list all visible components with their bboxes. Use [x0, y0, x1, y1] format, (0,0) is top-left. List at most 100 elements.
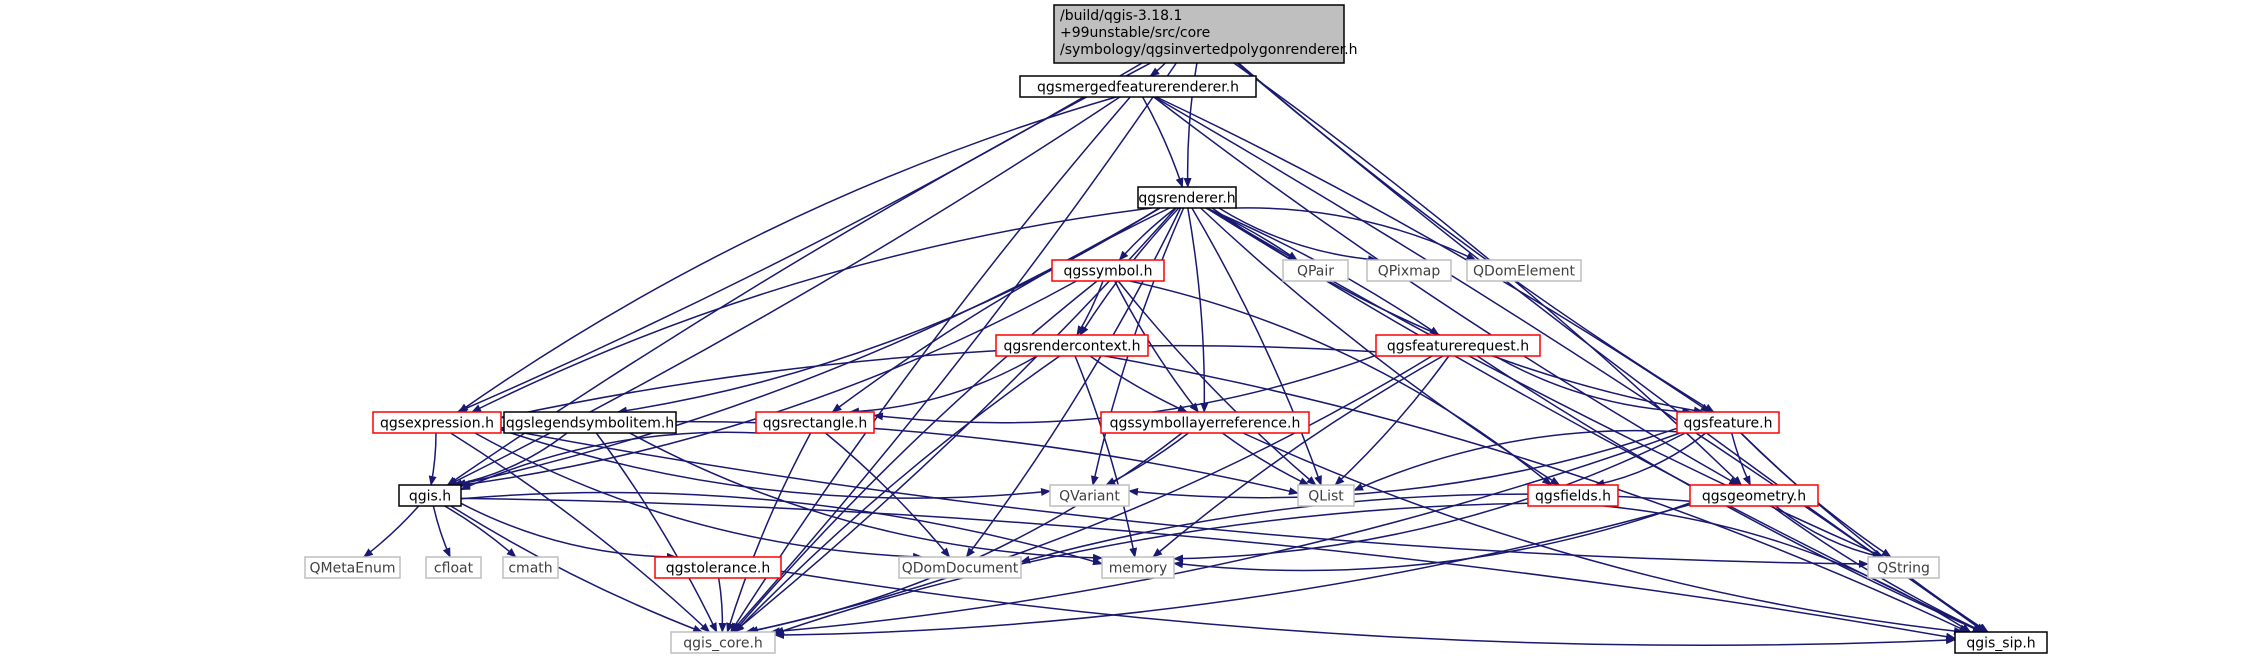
node-box [898, 556, 1022, 579]
node-featurerequest[interactable]: qgsfeaturerequest.h [1375, 334, 1541, 357]
node-geometry[interactable]: qgsgeometry.h [1689, 484, 1819, 507]
edge-tolerance-to-qgissip [780, 570, 1956, 646]
node-root[interactable]: /build/qgis-3.18.1+99unstable/src/core/s… [1053, 4, 1357, 64]
node-rectangle[interactable]: qgsrectangle.h [755, 411, 875, 434]
edge-renderer-to-qpixmap [1218, 207, 1379, 264]
edge-qgis-to-qgissip [460, 497, 1956, 641]
node-label: QString [1877, 561, 1930, 577]
edge-symbol-to-qlist [1117, 280, 1317, 486]
edge-rectangle-to-qgis [460, 431, 760, 491]
edge-feature-to-memory [1173, 432, 1686, 563]
edge-symbollayerref-to-qgissip [1242, 432, 1964, 635]
node-merged[interactable]: qgsmergedfeaturerenderer.h [1019, 75, 1257, 98]
node-box [1049, 484, 1130, 507]
edge-qgis-to-cmath [444, 505, 517, 558]
node-feature[interactable]: qgsfeature.h [1676, 411, 1780, 434]
node-box [1867, 556, 1940, 579]
edge-symbollayerref-to-qgiscore [745, 432, 1183, 635]
node-qlist[interactable]: QList [1297, 484, 1355, 507]
edge-feature-to-qlist [1353, 429, 1678, 492]
edge-feature-to-qgissip [1740, 432, 1989, 633]
edge-root-to-qgiscore [730, 62, 1177, 633]
edge-merged-to-expression [458, 96, 1117, 413]
edge-root-to-expression [456, 62, 1143, 413]
edge-featurerequest-to-feature [1494, 355, 1693, 416]
node-qgis[interactable]: qgis.h [398, 484, 462, 507]
node-fields[interactable]: qgsfields.h [1527, 484, 1619, 507]
node-label: qgsfields.h [1535, 489, 1611, 505]
edge-symbol-to-qgis [460, 280, 1077, 488]
edge-geometry-to-memory [1173, 502, 1691, 572]
node-cmath[interactable]: cmath [502, 556, 559, 579]
node-rendercontext[interactable]: qgsrendercontext.h [995, 334, 1149, 357]
node-box [502, 556, 559, 579]
node-label: qgsfeature.h [1684, 416, 1773, 432]
node-symbol[interactable]: qgssymbol.h [1051, 259, 1165, 282]
node-qmetaenum[interactable]: QMetaEnum [304, 556, 401, 579]
node-tolerance[interactable]: qgstolerance.h [654, 556, 782, 579]
node-label: qgsexpression.h [380, 416, 494, 432]
node-box [1019, 75, 1257, 98]
node-box [670, 631, 776, 654]
node-qvariant[interactable]: QVariant [1049, 484, 1130, 507]
edge-geometry-to-qstring [1775, 505, 1883, 560]
edge-renderer-to-rectangle [831, 207, 1170, 413]
node-label: qgsfeaturerequest.h [1387, 339, 1529, 355]
edge-symbol-to-fields [1129, 280, 1553, 486]
node-qdomdocument[interactable]: QDomDocument [898, 556, 1022, 579]
edge-symbollayerref-to-qlist [1221, 432, 1310, 486]
edge-renderer-to-symbollayerref [1187, 207, 1209, 413]
node-cfloat[interactable]: cfloat [425, 556, 482, 579]
node-qstring[interactable]: QString [1867, 556, 1940, 579]
edge-rendercontext-to-qgiscore [734, 355, 1061, 633]
node-legendsymbolitem[interactable]: qgslegendsymbolitem.h [503, 411, 677, 434]
edge-renderer-to-expression [471, 207, 1153, 413]
node-expression[interactable]: qgsexpression.h [372, 411, 502, 434]
node-label: qgsrenderer.h [1138, 191, 1235, 207]
node-box [1689, 484, 1819, 507]
node-label: qgstolerance.h [666, 561, 770, 577]
edge-qgis-to-qgiscore [450, 505, 704, 633]
node-box [1051, 259, 1165, 282]
edge-feature-to-fields [1594, 432, 1707, 488]
edge-rendercontext-to-rectangle [849, 355, 1038, 416]
node-qpair[interactable]: QPair [1282, 259, 1349, 282]
node-label: qgsrendercontext.h [1003, 339, 1140, 355]
node-qdomelement[interactable]: QDomElement [1466, 259, 1582, 282]
node-qpixmap[interactable]: QPixmap [1366, 259, 1452, 282]
node-qgiscore[interactable]: qgis_core.h [670, 631, 776, 654]
node-label: QMetaEnum [309, 561, 395, 577]
node-label: qgslegendsymbolitem.h [506, 416, 674, 432]
edge-expression-to-qgis [428, 432, 437, 486]
edge-merged-to-feature [1156, 96, 1711, 413]
edge-tolerance-to-qgiscore [717, 577, 727, 633]
node-box [1676, 411, 1780, 434]
node-label: /build/qgis-3.18.1 [1060, 8, 1182, 24]
edge-symbol-to-rendercontext [1076, 280, 1104, 336]
node-label: qgis_sip.h [1966, 636, 2035, 652]
edge-geometry-to-qgiscore [774, 503, 1691, 639]
edge-rectangle-to-qgiscore [726, 432, 812, 633]
node-label: /symbology/qgsinvertedpolygonrenderer.h [1060, 42, 1357, 58]
edge-feature-to-qgiscore [770, 432, 1681, 636]
node-label: QDomElement [1473, 264, 1575, 280]
node-box [304, 556, 401, 579]
node-label: cmath [508, 561, 552, 577]
node-box [1282, 259, 1349, 282]
node-box [1101, 556, 1175, 579]
edge-fields-to-qgiscore [774, 502, 1529, 635]
node-label: qgsgeometry.h [1702, 489, 1806, 505]
node-renderer[interactable]: qgsrenderer.h [1137, 186, 1237, 209]
node-box [1366, 259, 1452, 282]
node-qgissip[interactable]: qgis_sip.h [1954, 631, 2048, 654]
node-box [503, 411, 677, 434]
node-memory[interactable]: memory [1101, 556, 1175, 579]
node-box [1297, 484, 1355, 507]
node-symbollayerref[interactable]: qgssymbollayerreference.h [1100, 411, 1310, 434]
node-label: QVariant [1059, 489, 1120, 505]
node-label: QPair [1297, 264, 1334, 280]
edge-qgis-to-tolerance [460, 502, 677, 561]
edge-renderer-to-qdomdocument [965, 207, 1182, 558]
node-label: qgis_core.h [683, 636, 763, 652]
